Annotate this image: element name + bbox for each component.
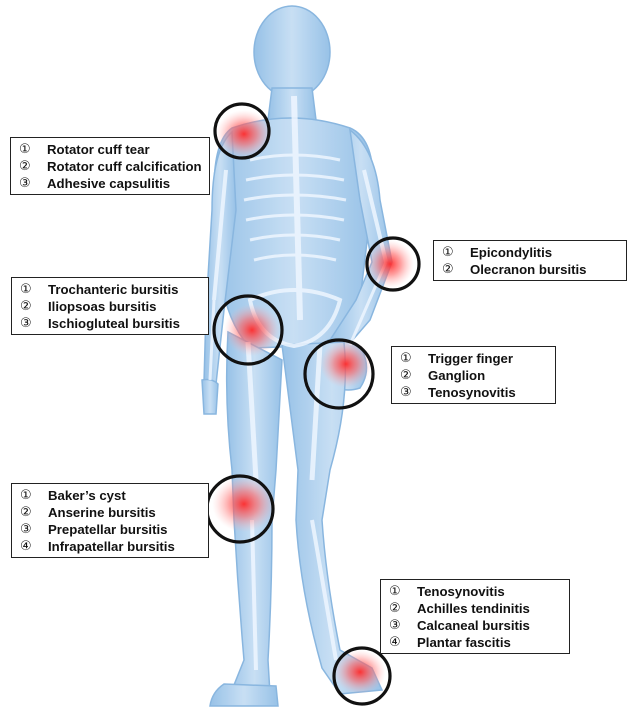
condition-label: Olecranon bursitis — [470, 262, 587, 277]
elbow-condition-item: ① Epicondylitis — [442, 244, 620, 261]
hip-condition-item: ③ Ischiogluteal bursitis — [20, 315, 202, 332]
foot-condition-item: ② Achilles tendinitis — [389, 600, 563, 617]
item-number: ③ — [389, 618, 401, 633]
item-number: ② — [20, 505, 32, 520]
foot-condition-item: ④ Plantar fascitis — [389, 634, 563, 651]
foot-highlight — [334, 650, 386, 694]
hand-condition-item: ② Ganglion — [400, 367, 549, 384]
condition-label: Baker’s cyst — [48, 488, 126, 503]
hand-condition-item: ③ Tenosynovitis — [400, 384, 549, 401]
item-number: ② — [20, 299, 32, 314]
hand-conditions-box: ① Trigger finger ② Ganglion ③ Tenosynovitis — [391, 346, 556, 404]
elbow-conditions-box: ① Epicondylitis ② Olecranon bursitis — [433, 240, 627, 281]
hand-highlight — [320, 340, 372, 388]
knee-highlight — [212, 476, 276, 532]
elbow-condition-item: ② Olecranon bursitis — [442, 261, 620, 278]
hand-circle — [303, 338, 375, 410]
condition-label: Ganglion — [428, 368, 486, 383]
condition-label: Infrapatellar bursitis — [48, 539, 175, 554]
condition-label: Anserine bursitis — [48, 505, 156, 520]
knee-condition-item: ② Anserine bursitis — [20, 504, 202, 521]
hip-condition-item: ② Iliopsoas bursitis — [20, 298, 202, 315]
knee-condition-item: ③ Prepatellar bursitis — [20, 521, 202, 538]
item-number: ① — [20, 282, 32, 297]
condition-label: Trochanteric bursitis — [48, 282, 179, 297]
highlights — [212, 110, 414, 694]
condition-label: Iliopsoas bursitis — [48, 299, 157, 314]
item-number: ③ — [400, 385, 412, 400]
item-number: ① — [442, 245, 454, 260]
condition-label: Prepatellar bursitis — [48, 522, 168, 537]
item-number: ② — [19, 159, 31, 174]
condition-label: Tenosynovitis — [417, 584, 505, 599]
hip-conditions-box: ① Trochanteric bursitis ② Iliopsoas bursiti… — [11, 277, 209, 335]
shoulder-condition-item: ① Rotator cuff tear — [19, 141, 203, 158]
item-number: ③ — [20, 316, 32, 331]
elbow-highlight — [366, 240, 414, 288]
item-number: ① — [400, 351, 412, 366]
condition-label: Rotator cuff tear — [47, 142, 150, 157]
condition-label: Trigger finger — [428, 351, 513, 366]
foot-condition-item: ① Tenosynovitis — [389, 583, 563, 600]
item-number: ④ — [20, 539, 32, 554]
condition-label: Plantar fascitis — [417, 635, 511, 650]
condition-label: Adhesive capsulitis — [47, 176, 171, 191]
foot-condition-item: ③ Calcaneal bursitis — [389, 617, 563, 634]
condition-label: Calcaneal bursitis — [417, 618, 530, 633]
item-number: ② — [400, 368, 412, 383]
item-number: ② — [389, 601, 401, 616]
shoulder-circle — [213, 102, 271, 160]
knee-condition-item: ④ Infrapatellar bursitis — [20, 538, 202, 555]
item-number: ② — [442, 262, 454, 277]
foot-circle — [332, 646, 392, 706]
shoulder-condition-item: ③ Adhesive capsulitis — [19, 175, 203, 192]
hip-condition-item: ① Trochanteric bursitis — [20, 281, 202, 298]
hand-condition-item: ① Trigger finger — [400, 350, 549, 367]
shoulder-conditions-box: ① Rotator cuff tear ② Rotator cuff calcific… — [10, 137, 210, 195]
condition-label: Achilles tendinitis — [417, 601, 530, 616]
knee-conditions-box: ① Baker’s cyst ② Anserine bursitis ③ Prepatel… — [11, 483, 209, 558]
item-number: ③ — [19, 176, 31, 191]
elbow-circle — [365, 236, 421, 292]
item-number: ③ — [20, 522, 32, 537]
foot-conditions-box: ① Tenosynovitis ② Achilles tendinitis ③ Calca… — [380, 579, 570, 654]
condition-label: Tenosynovitis — [428, 385, 516, 400]
item-number: ① — [19, 142, 31, 157]
knee-condition-item: ① Baker’s cyst — [20, 487, 202, 504]
condition-label: Rotator cuff calcification — [47, 159, 202, 174]
shoulder-highlight — [216, 110, 272, 158]
condition-label: Ischiogluteal bursitis — [48, 316, 180, 331]
hip-highlight — [224, 304, 280, 356]
hip-circle — [212, 294, 284, 366]
item-number: ① — [389, 584, 401, 599]
item-number: ④ — [389, 635, 401, 650]
condition-label: Epicondylitis — [470, 245, 553, 260]
item-number: ① — [20, 488, 32, 503]
shoulder-condition-item: ② Rotator cuff calcification — [19, 158, 203, 175]
